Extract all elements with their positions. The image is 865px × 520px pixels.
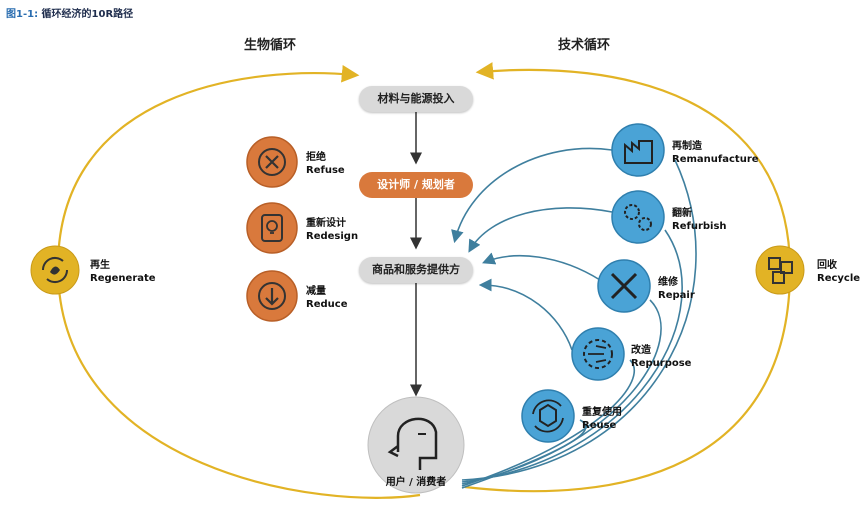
goods-services-box: 商品和服务提供方 [359,257,473,283]
figure-title-text: 循环经济的10R路径 [38,9,134,20]
return-arrows [451,147,697,489]
figure-number: 图1-1: [6,9,39,20]
regenerate-icon [30,245,80,295]
refuse-icon [246,136,298,188]
repurpose-icon [571,327,625,381]
recycle-icon [755,245,805,295]
repair-icon [597,259,651,313]
remanufacture-icon [611,123,665,177]
designer-box: 设计师 / 规划者 [359,172,473,198]
reuse-icon [521,389,575,443]
figure-title: 图1-1: 循环经济的10R路径 [6,5,133,20]
redesign-icon [246,202,298,254]
user-consumer-label: 用户 / 消费者 [385,477,447,488]
user-head-icon [367,396,465,494]
reduce-icon [246,270,298,322]
materials-energy-box: 材料与能源投入 [359,86,473,112]
refurbish-icon [611,190,665,244]
bio-cycle-loop [56,64,421,499]
bio-cycle-label: 生物循环 [244,38,297,53]
tech-cycle-label: 技术循环 [558,38,611,53]
